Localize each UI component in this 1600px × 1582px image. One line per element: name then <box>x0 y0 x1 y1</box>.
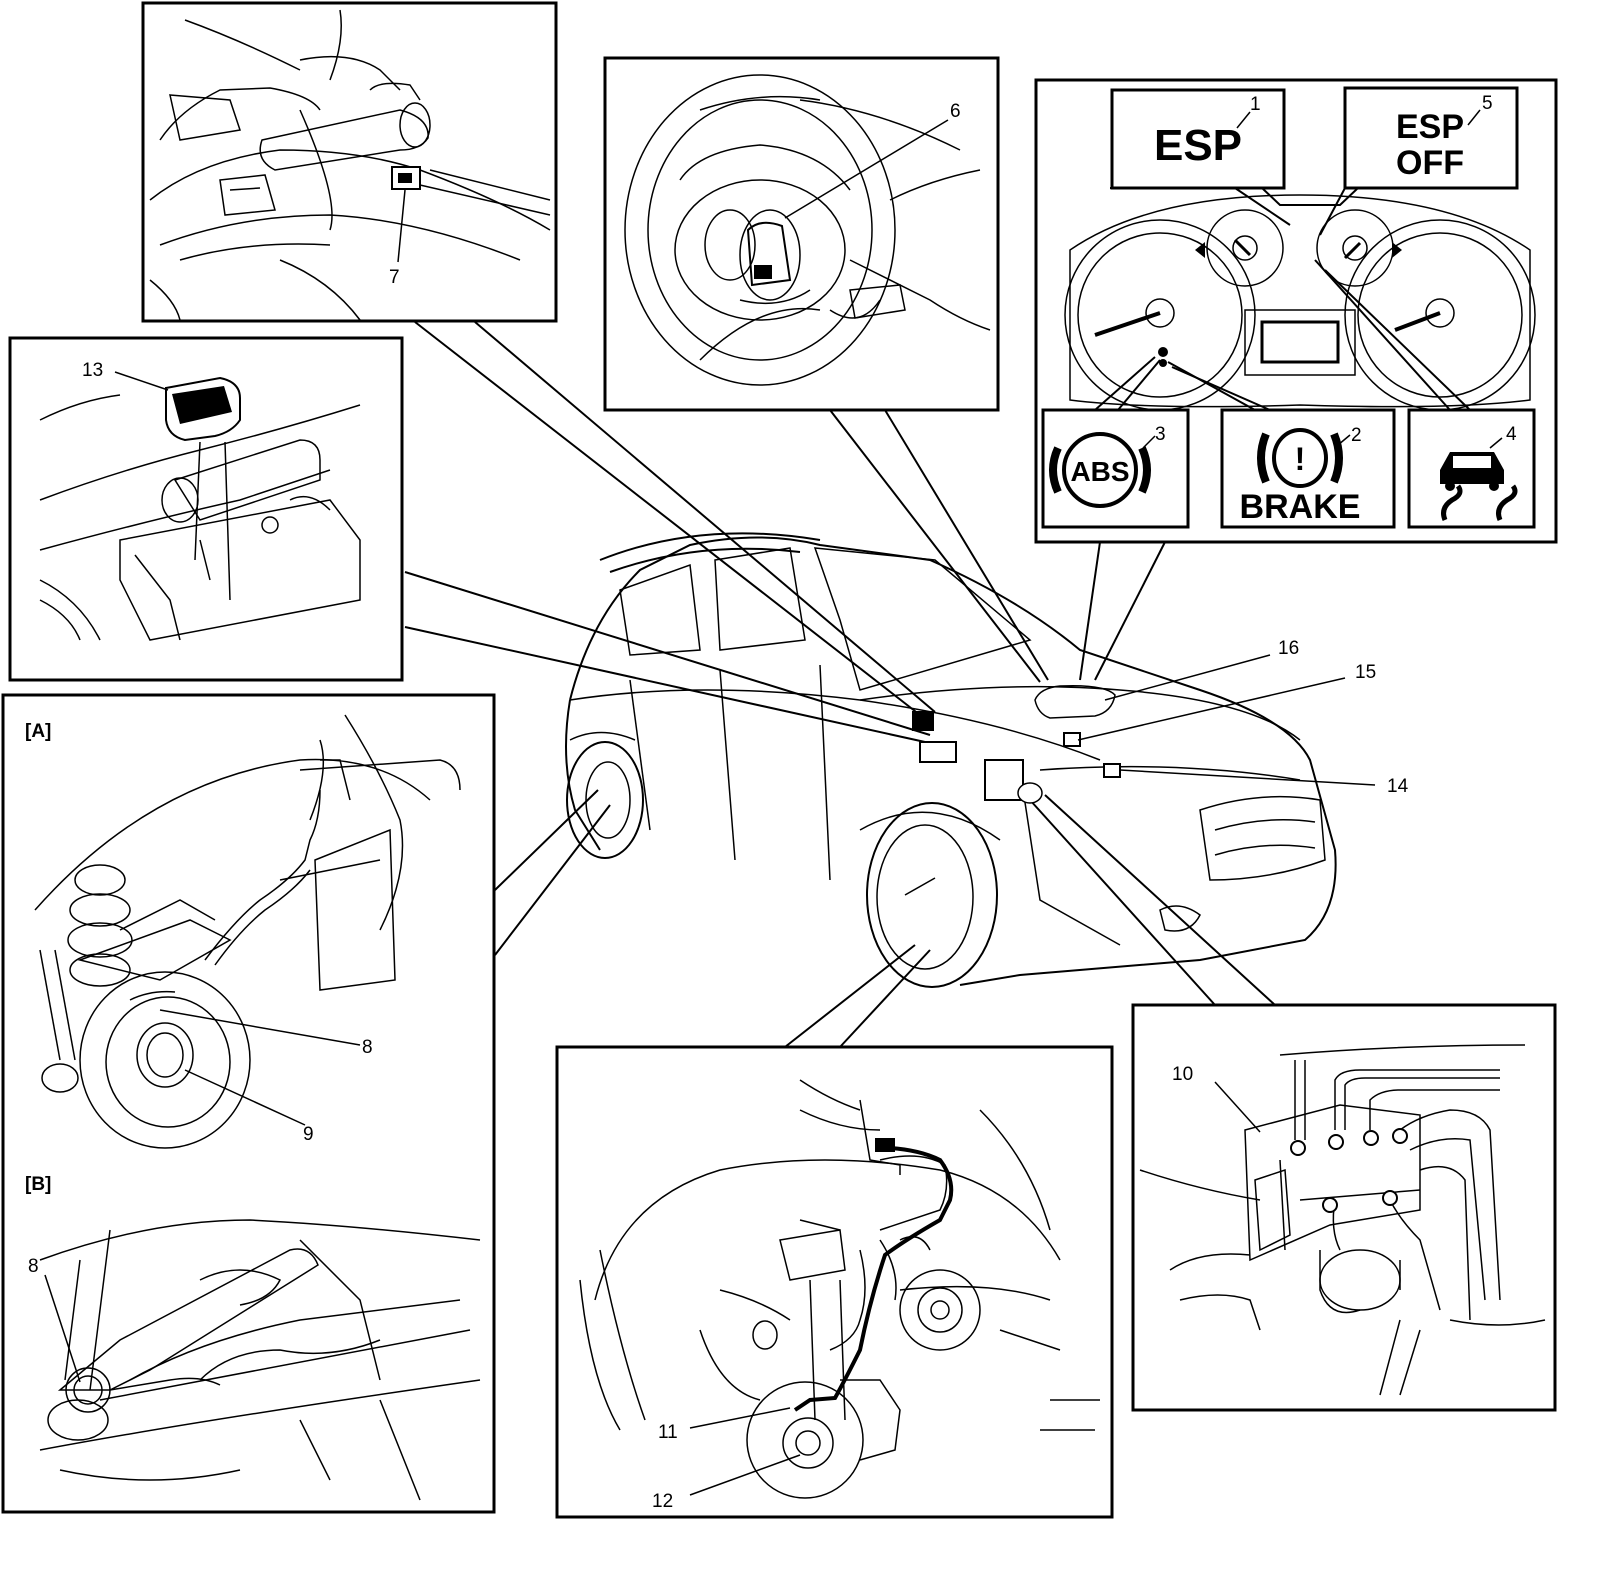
abs-warning-label: ABS <box>1070 456 1129 487</box>
section-label-b: [B] <box>25 1174 51 1195</box>
vehicle-illustration <box>565 532 1337 988</box>
inset-rear-wheel-speed-sensor: [A] [B] 8 <box>1 693 496 1514</box>
callout-14: 14 <box>1387 776 1409 797</box>
callout-4: 4 <box>1506 424 1517 445</box>
inset-yaw-rate-sensor: 13 <box>8 336 404 682</box>
component-callout-lines <box>1077 654 1376 786</box>
brake-warning-label: BRAKE <box>1240 488 1361 526</box>
esp-warning-label: ESP <box>1154 121 1242 170</box>
callout-16: 16 <box>1278 638 1299 659</box>
callout-10: 10 <box>1172 1064 1193 1085</box>
callout-8-a: 8 <box>362 1037 373 1058</box>
callout-15: 15 <box>1355 662 1376 683</box>
section-label-a: [A] <box>25 721 51 742</box>
callout-8-b: 8 <box>28 1256 39 1277</box>
callout-3: 3 <box>1155 424 1166 445</box>
callout-2: 2 <box>1351 425 1362 446</box>
inset-leader-lines <box>404 321 1276 1048</box>
inset-steering-angle-sensor: 6 <box>603 56 1000 412</box>
inset-instrument-cluster: ESP 1 ESP OFF 5 ABS 3 ! BRAKE 2 <box>1034 78 1558 544</box>
inset-esp-off-switch: 7 <box>141 1 558 323</box>
callout-12: 12 <box>652 1491 673 1512</box>
callout-11: 11 <box>658 1422 678 1443</box>
callout-9: 9 <box>303 1124 314 1145</box>
callout-5: 5 <box>1482 93 1493 114</box>
brake-exclamation: ! <box>1295 441 1306 477</box>
inset-esp-hydraulic-unit: 10 <box>1131 1003 1557 1412</box>
esp-off-icon <box>1343 86 1519 190</box>
inset-front-wheel-speed-sensor: 11 12 <box>555 1045 1114 1519</box>
esp-warning-icon <box>1110 88 1286 190</box>
callout-7: 7 <box>389 267 400 288</box>
callout-6: 6 <box>950 101 961 122</box>
esp-off-label-line1: ESP <box>1396 108 1464 146</box>
esp-off-label-line2: OFF <box>1396 144 1464 182</box>
callout-13: 13 <box>82 360 103 381</box>
callout-1: 1 <box>1250 94 1261 115</box>
